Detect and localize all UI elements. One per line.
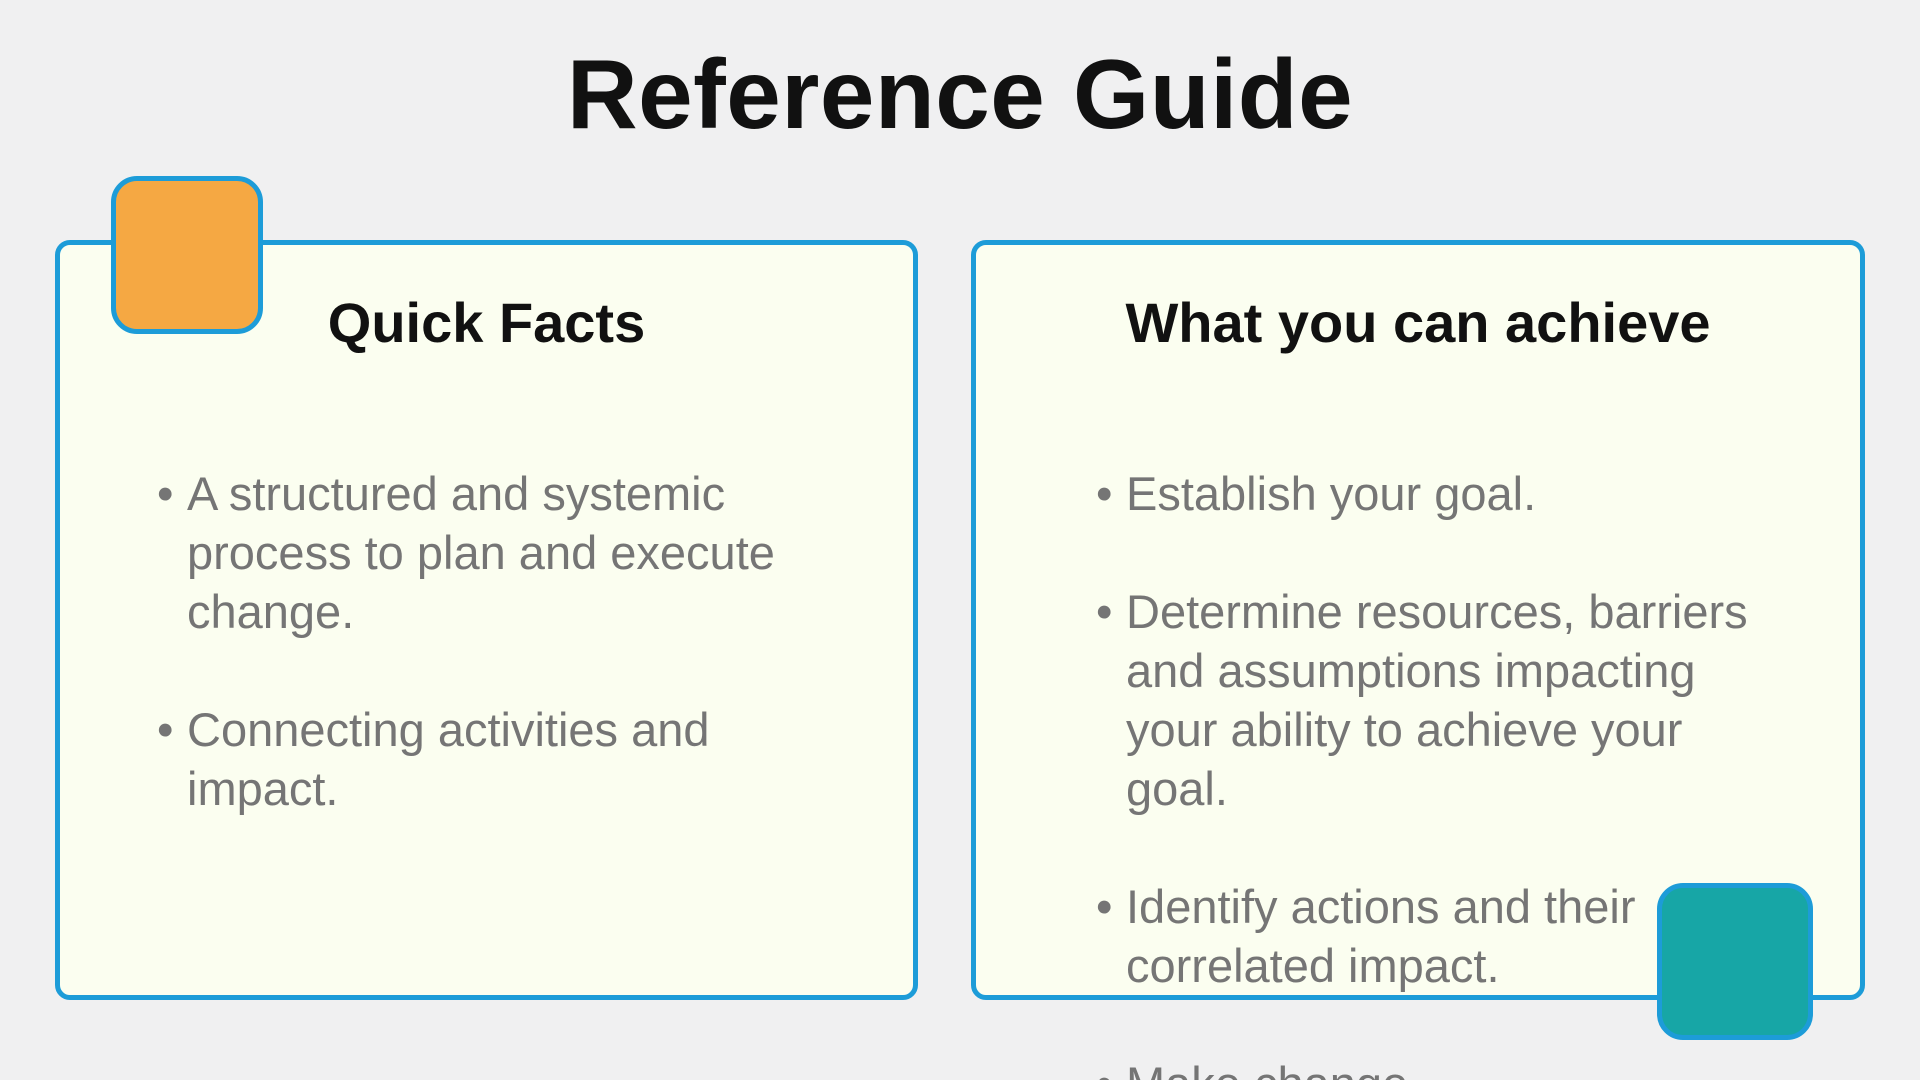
quick-facts-bullet-list: A structured and systemic process to pla…: [157, 405, 877, 877]
page-title: Reference Guide: [566, 39, 1354, 149]
quick-facts-card: Quick Facts A structured and systemic pr…: [55, 240, 918, 1000]
bullet-item: A structured and systemic process to pla…: [157, 464, 877, 641]
bullet-item: Identify actions and their correlated im…: [1096, 877, 1836, 995]
quick-facts-card-title: Quick Facts: [327, 291, 646, 354]
bullet-item: Establish your goal.: [1096, 464, 1836, 523]
bullet-item: Make change.: [1096, 1054, 1836, 1080]
achieve-card-title: What you can achieve: [1125, 291, 1711, 354]
teal-sticker: [1657, 883, 1813, 1040]
orange-sticker: [111, 176, 263, 334]
achieve-bullet-list: Establish your goal. Determine resources…: [1096, 405, 1836, 1080]
bullet-item: Determine resources, barriers and assump…: [1096, 582, 1836, 818]
bullet-item: Connecting activities and impact.: [157, 700, 877, 818]
achieve-card: What you can achieve Establish your goal…: [971, 240, 1865, 1080]
